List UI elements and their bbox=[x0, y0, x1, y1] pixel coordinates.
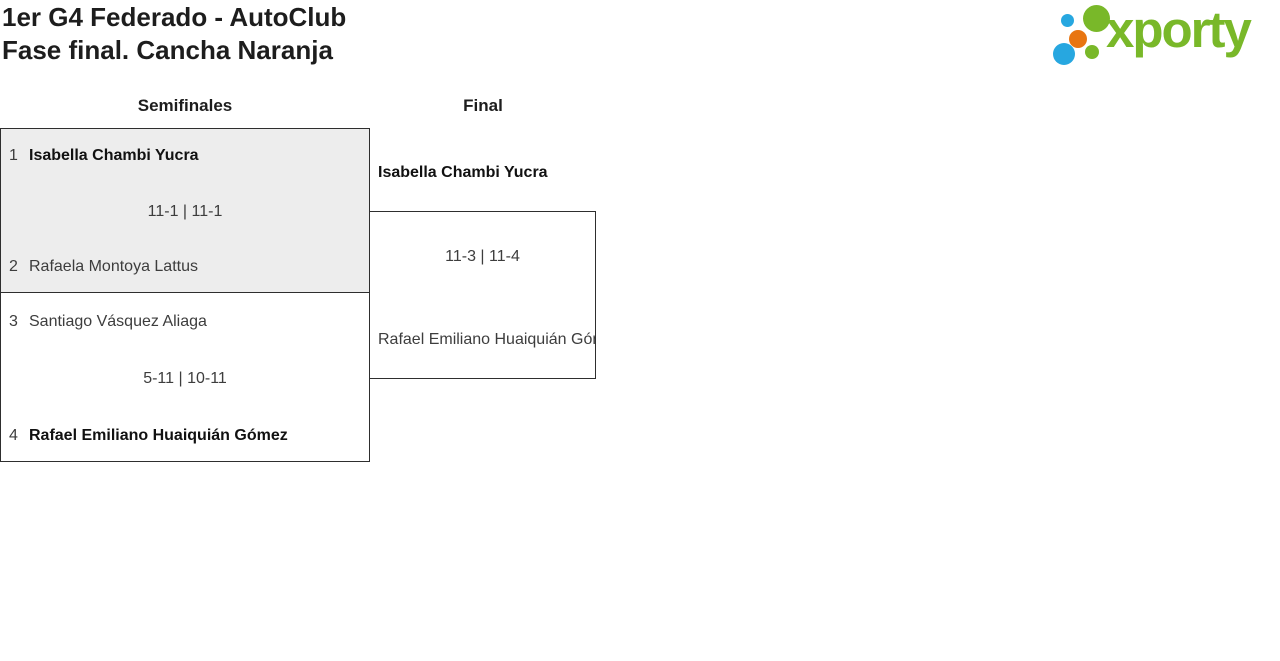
logo-dot-blue-large-icon bbox=[1053, 43, 1075, 65]
seed-number: 2 bbox=[9, 258, 18, 275]
round-header-semifinals: Semifinales bbox=[137, 96, 233, 115]
xporty-logo: xporty bbox=[0, 0, 1280, 70]
logo-dot-blue-small-icon bbox=[1061, 14, 1074, 27]
player-row-seed-4: 4 Rafael Emiliano Huaiquián Gómez bbox=[9, 427, 361, 445]
final-match-score: 11-3 | 11-4 bbox=[445, 248, 520, 265]
player-name: Santiago Vásquez Aliaga bbox=[29, 313, 207, 330]
seed-number: 1 bbox=[9, 147, 18, 164]
player-row-seed-2: 2 Rafaela Montoya Lattus bbox=[9, 258, 361, 276]
semifinal-match-1: 1 Isabella Chambi Yucra 11-1 | 11-1 2 Ra… bbox=[0, 128, 370, 293]
page-title-line2: Fase final. Cancha Naranja bbox=[2, 35, 333, 65]
round-header-final: Final bbox=[463, 96, 503, 115]
player-name-winner: Rafael Emiliano Huaiquián Gómez bbox=[29, 427, 288, 444]
logo-dot-orange-icon bbox=[1069, 30, 1087, 48]
match-score: 11-1 | 11-1 bbox=[147, 202, 223, 220]
final-match: Isabella Chambi Yucra 11-3 | 11-4 Rafael… bbox=[369, 164, 596, 379]
page-title-line1: 1er G4 Federado - AutoClub bbox=[2, 2, 347, 32]
logo-dot-green-large-icon bbox=[1083, 5, 1110, 32]
seed-number: 3 bbox=[9, 313, 18, 330]
player-name: Rafaela Montoya Lattus bbox=[29, 258, 198, 275]
final-player: Rafael Emiliano Huaiquián Gómez bbox=[378, 331, 595, 348]
xporty-wordmark: xporty bbox=[1106, 1, 1252, 58]
seed-number: 4 bbox=[9, 427, 18, 444]
player-row-seed-3: 3 Santiago Vásquez Aliaga bbox=[9, 313, 361, 331]
player-name-winner: Isabella Chambi Yucra bbox=[29, 147, 199, 164]
player-row-seed-1: 1 Isabella Chambi Yucra bbox=[9, 147, 361, 165]
match-score: 5-11 | 10-11 bbox=[143, 370, 227, 387]
page-title: 1er G4 Federado - AutoClub Fase final. C… bbox=[2, 1, 346, 67]
semifinal-match-2: 3 Santiago Vásquez Aliaga 5-11 | 10-11 4… bbox=[0, 292, 370, 462]
final-player-winner: Isabella Chambi Yucra bbox=[378, 164, 548, 181]
logo-dot-green-small-icon bbox=[1085, 45, 1099, 59]
